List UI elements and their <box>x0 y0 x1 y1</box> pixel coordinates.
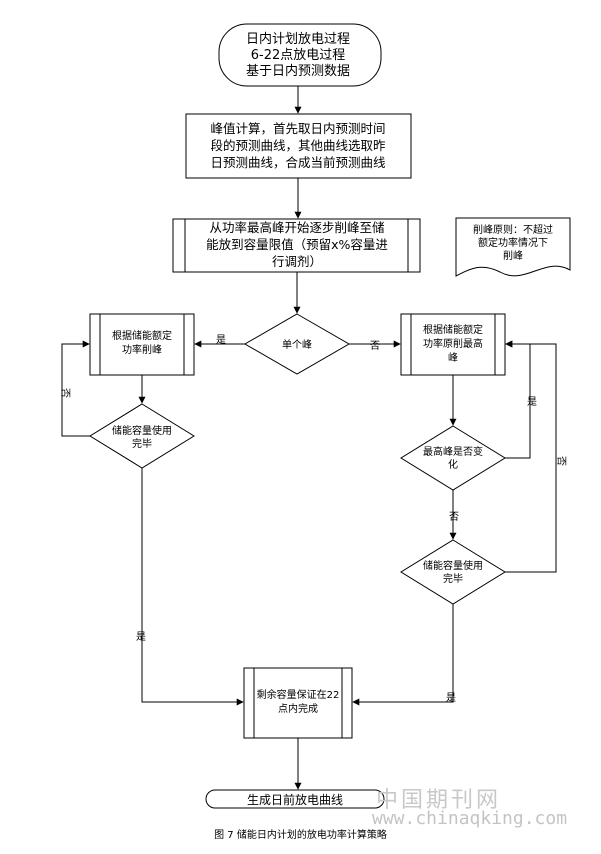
peak-calc-line-3: 日预测曲线，合成当前预测曲线 <box>210 155 386 170</box>
remaining-line-2: 点内完成 <box>278 702 318 715</box>
single-peak-label: 单个峰 <box>282 339 312 351</box>
note-line-2: 额定功率情况下 <box>478 236 548 249</box>
edge-right-yes <box>352 604 454 706</box>
connectors <box>61 86 557 790</box>
right-process-box <box>400 313 506 376</box>
peak-calc-box <box>185 113 412 179</box>
edge-left-yes <box>141 468 244 706</box>
note-line-3: 削峰 <box>503 249 523 262</box>
figure-caption: 图 7 储能日内计划的放电功率计算策略 <box>214 830 387 841</box>
start-terminator <box>218 23 382 87</box>
max-peak-change-line-1: 最高峰是否变 <box>423 445 483 458</box>
left-process-line-2: 功率削峰 <box>122 343 162 356</box>
label-change-no: 否 <box>449 511 459 523</box>
start-line-3: 基于日内预测数据 <box>246 63 350 79</box>
start-line-2: 6-22点放电过程 <box>251 48 346 63</box>
left-capacity-line-1: 储能容量使用 <box>112 424 172 437</box>
label-single-no: 否 <box>370 340 380 352</box>
label-change-yes: 是 <box>527 396 537 408</box>
label-right-yes: 是 <box>446 692 456 704</box>
peak-shave-box <box>172 218 421 273</box>
note-line-1: 削峰原则：不超过 <box>473 223 553 236</box>
peak-shave-line-2: 能放到容量限值（预留x%容量进 <box>206 237 388 252</box>
left-process-line-1: 根据储能额定 <box>112 329 172 342</box>
right-capacity-diamond <box>400 539 506 605</box>
right-capacity-line-1: 储能容量使用 <box>423 559 483 572</box>
edge-right-no-loop <box>505 340 557 573</box>
label-left-yes: 是 <box>136 631 146 643</box>
left-process-box <box>89 313 195 376</box>
remaining-box <box>243 667 353 739</box>
edge-left-no-loop <box>61 340 90 437</box>
single-peak-diamond <box>243 313 351 375</box>
watermark-site-url: www.chinaqking.com <box>372 808 568 829</box>
end-terminator <box>205 789 385 809</box>
peak-shave-line-1: 从功率最高峰开始逐步削峰至储 <box>209 220 384 235</box>
left-capacity-line-2: 完毕 <box>132 437 152 450</box>
end-label: 生成日前放电曲线 <box>247 792 343 807</box>
start-line-1: 日内计划放电过程 <box>246 31 350 47</box>
note-document <box>455 217 571 277</box>
right-process-line-3: 峰 <box>448 352 458 364</box>
right-capacity-line-2: 完毕 <box>443 572 463 585</box>
label-single-yes: 是 <box>216 334 226 346</box>
peak-shave-line-3: 行调剂） <box>272 254 322 269</box>
right-process-line-1: 根据储能额定 <box>423 323 483 336</box>
max-peak-change-diamond <box>400 425 506 491</box>
remaining-line-1: 剩余容量保证在22 <box>257 688 340 701</box>
max-peak-change-line-2: 化 <box>448 458 458 471</box>
watermark-site-name: 中国期刊网 <box>376 788 502 813</box>
peak-calc-line-1: 峰值计算，首先取日内预测时间 <box>210 121 385 136</box>
label-right-no: 否 <box>555 456 567 466</box>
right-process-line-2: 功率原削最高 <box>423 337 483 350</box>
peak-calc-line-2: 段的预测曲线，其他曲线选取昨 <box>210 138 386 153</box>
label-left-no: 否 <box>59 388 71 398</box>
